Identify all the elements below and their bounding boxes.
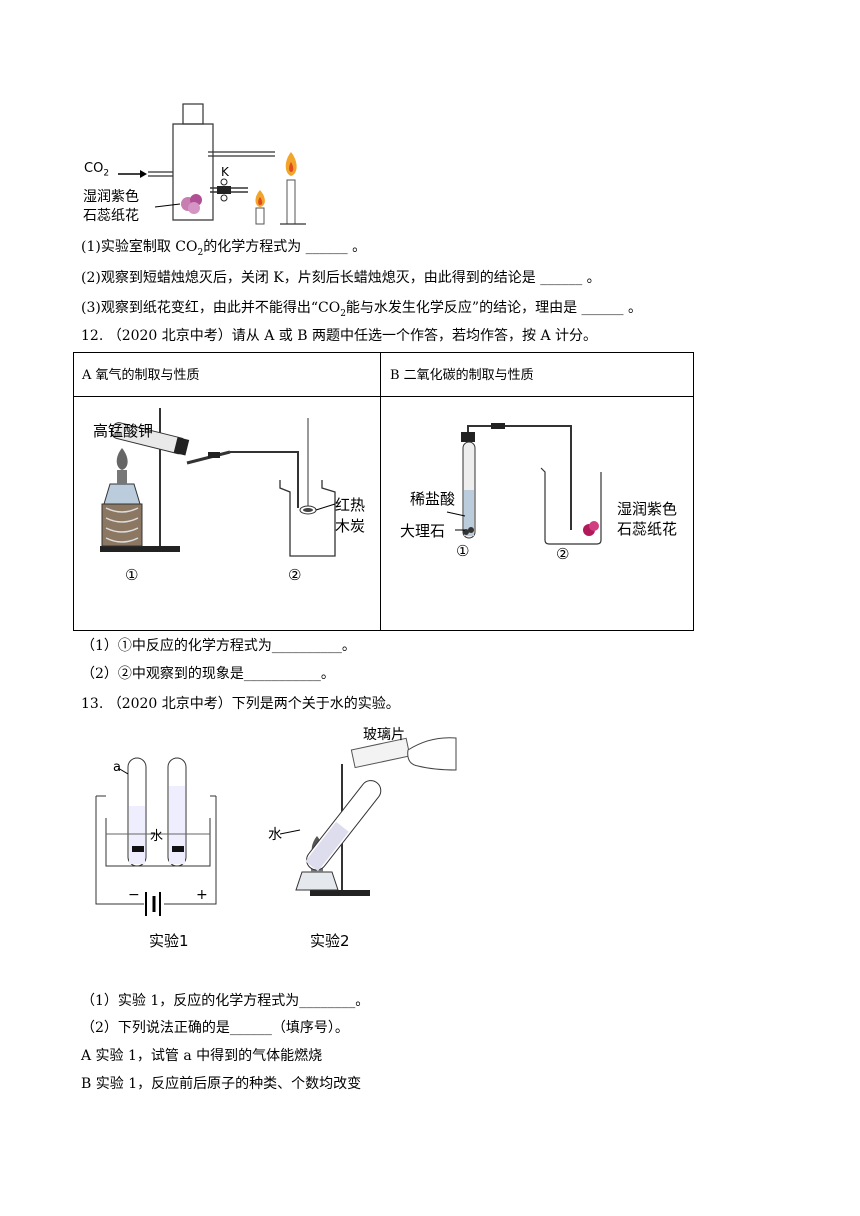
co2-apparatus-figure xyxy=(118,103,306,225)
b-marker-2: ② xyxy=(556,545,570,563)
b-flower-label-2: 石蕊纸花 xyxy=(617,520,678,538)
exp2-label: 实验2 xyxy=(310,932,350,950)
q12-sub2: （2）②中观察到的现象是___________。 xyxy=(81,666,335,682)
q11-part2: (2)观察到短蜡烛熄灭后，关闭 K，片刻后长蜡烛熄灭，由此得到的结论是 ____… xyxy=(81,270,601,286)
q11-part3: (3)观察到纸花变红，由此并不能得出“CO2能与水发生化学反应”的结论，理由是 … xyxy=(81,300,642,319)
b-marker-1: ① xyxy=(456,542,470,560)
flower-label-line2: 石蕊纸花 xyxy=(83,208,139,224)
q12-sub1: （1）①中反应的化学方程式为__________。 xyxy=(81,638,356,654)
q13-sub2: （2）下列说法正确的是______（填序号）。 xyxy=(81,1020,349,1036)
charcoal-label-1: 红热 xyxy=(335,496,366,514)
litmus-flower-icon xyxy=(181,194,202,214)
flower-label-line1: 湿润紫色 xyxy=(83,189,139,205)
q12-table xyxy=(73,352,694,631)
valve-k-label: K xyxy=(221,165,229,179)
co2-preparation-figure xyxy=(446,423,602,545)
q11-part1: (1)实验室制取 CO2的化学方程式为 ______ 。 xyxy=(81,239,367,258)
marble-label: 大理石 xyxy=(400,522,446,540)
plus-label: + xyxy=(196,887,208,903)
col-b-header: B 二氧化碳的制取与性质 xyxy=(390,368,534,383)
table-divider-h xyxy=(73,396,694,397)
a-marker-1: ① xyxy=(125,566,139,584)
col-a-header: A 氧气的制取与性质 xyxy=(82,368,200,383)
q13-option-b: B 实验 1，反应前后原子的种类、个数均改变 xyxy=(81,1076,362,1092)
hcl-label: 稀盐酸 xyxy=(410,490,456,508)
minus-label: − xyxy=(128,887,140,903)
q13-title: 13. （2020 北京中考）下列是两个关于水的实验。 xyxy=(81,696,400,712)
water-label-2: 水 xyxy=(268,827,282,843)
water-label-1: 水 xyxy=(150,829,164,844)
table-divider-v xyxy=(380,352,381,631)
a-marker-2: ② xyxy=(288,566,302,584)
q13-sub1: （1）实验 1，反应的化学方程式为________。 xyxy=(81,993,370,1009)
b-flower-label-1: 湿润紫色 xyxy=(617,500,678,518)
exp1-label: 实验1 xyxy=(149,932,189,950)
water-heating-figure xyxy=(280,737,457,896)
charcoal-label-2: 木炭 xyxy=(335,517,366,535)
glass-slide-label: 玻璃片 xyxy=(363,727,405,743)
q13-option-a: A 实验 1，试管 a 中得到的气体能燃烧 xyxy=(81,1048,323,1064)
q12-title: 12. （2020 北京中考）请从 A 或 B 两题中任选一个作答，若均作答，按… xyxy=(81,328,598,344)
oxygen-apparatus-figure xyxy=(100,408,336,557)
kmno4-label: 高锰酸钾 xyxy=(93,422,154,440)
electrolysis-figure xyxy=(95,757,217,916)
tube-a-label: a xyxy=(113,760,121,775)
litmus-flower-b-icon xyxy=(583,521,599,536)
co2-label: CO2 xyxy=(84,161,110,179)
